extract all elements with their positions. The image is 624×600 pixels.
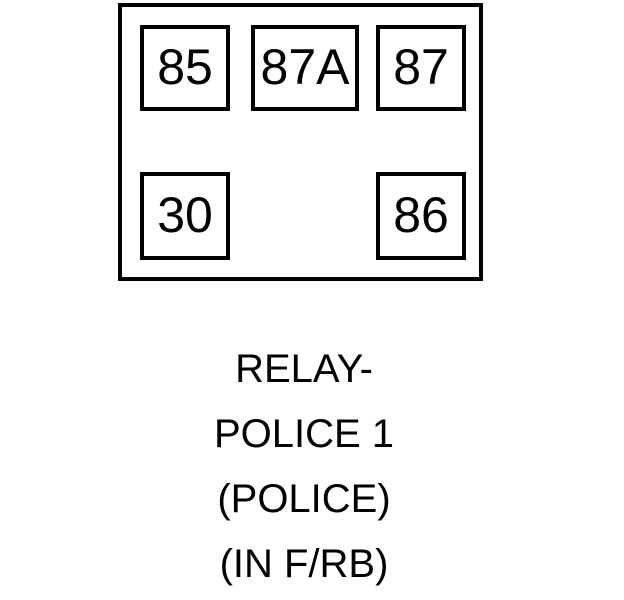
terminal-86[interactable]: 86 — [376, 172, 466, 260]
relay-body-outline: 85 87A 87 30 86 — [118, 3, 483, 281]
terminal-85[interactable]: 85 — [140, 25, 230, 111]
caption-line-3: (POLICE) — [217, 477, 391, 521]
terminal-87[interactable]: 87 — [376, 25, 466, 111]
terminal-85-label: 85 — [157, 39, 213, 95]
caption-line-2: POLICE 1 — [213, 412, 395, 456]
terminal-87-label: 87 — [393, 39, 449, 95]
terminal-87a[interactable]: 87A — [251, 25, 359, 111]
relay-caption: RELAY- POLICE 1 (POLICE) (IN F/RB) — [0, 337, 608, 597]
caption-line-1: RELAY- — [235, 347, 373, 391]
terminal-30-label: 30 — [157, 187, 213, 243]
terminal-87a-label: 87A — [260, 39, 350, 95]
terminal-86-label: 86 — [393, 187, 449, 243]
caption-line-4: (IN F/RB) — [219, 542, 389, 586]
terminal-30[interactable]: 30 — [140, 172, 230, 260]
